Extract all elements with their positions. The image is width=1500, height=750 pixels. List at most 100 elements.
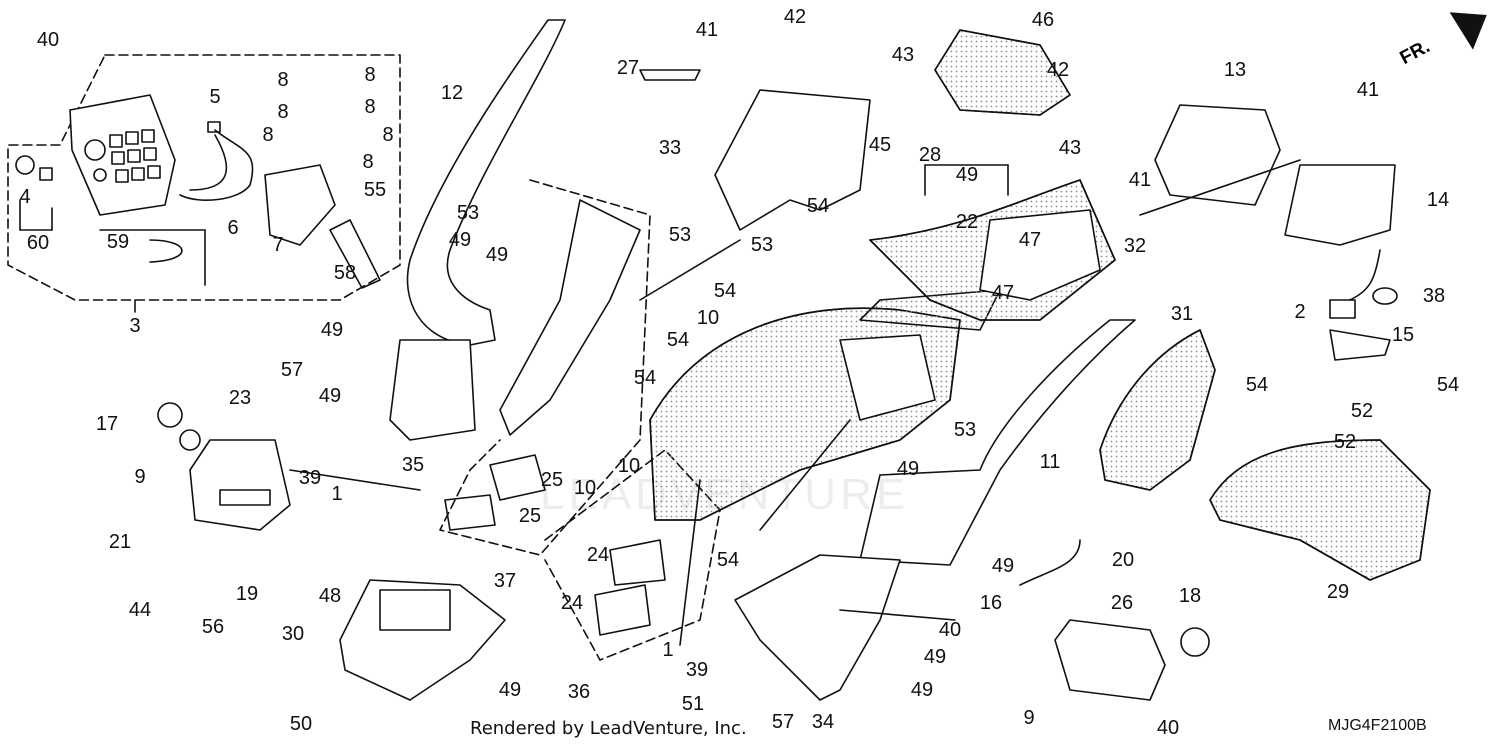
callout-25b[interactable]: 25 xyxy=(518,505,542,527)
callout-8b[interactable]: 8 xyxy=(364,64,376,86)
callout-47a[interactable]: 47 xyxy=(1018,229,1042,251)
callout-3[interactable]: 3 xyxy=(129,315,141,337)
callout-7[interactable]: 7 xyxy=(272,234,284,256)
callout-40b[interactable]: 40 xyxy=(938,619,962,641)
callout-8g[interactable]: 8 xyxy=(362,151,374,173)
callout-8e[interactable]: 8 xyxy=(262,124,274,146)
callout-26[interactable]: 26 xyxy=(1110,592,1134,614)
callout-41c[interactable]: 41 xyxy=(1356,79,1380,101)
callout-54c[interactable]: 54 xyxy=(806,195,830,217)
callout-43b[interactable]: 43 xyxy=(1058,137,1082,159)
callout-16[interactable]: 16 xyxy=(979,592,1003,614)
callout-54a[interactable]: 54 xyxy=(1245,374,1269,396)
callout-32[interactable]: 32 xyxy=(1123,235,1147,257)
callout-24a[interactable]: 24 xyxy=(586,544,610,566)
callout-55[interactable]: 55 xyxy=(363,179,387,201)
callout-12[interactable]: 12 xyxy=(440,82,464,104)
callout-41b[interactable]: 41 xyxy=(1128,169,1152,191)
callout-39b[interactable]: 39 xyxy=(685,659,709,681)
callout-27[interactable]: 27 xyxy=(616,57,640,79)
callout-53d[interactable]: 53 xyxy=(953,419,977,441)
callout-10b[interactable]: 10 xyxy=(573,477,597,499)
callout-49h[interactable]: 49 xyxy=(991,555,1015,577)
callout-24b[interactable]: 24 xyxy=(560,592,584,614)
callout-21[interactable]: 21 xyxy=(108,531,132,553)
callout-43a[interactable]: 43 xyxy=(891,44,915,66)
callout-22[interactable]: 22 xyxy=(955,211,979,233)
callout-39a[interactable]: 39 xyxy=(298,467,322,489)
callout-54f[interactable]: 54 xyxy=(633,367,657,389)
callout-8f[interactable]: 8 xyxy=(382,124,394,146)
callout-8c[interactable]: 8 xyxy=(277,101,289,123)
callout-54d[interactable]: 54 xyxy=(713,280,737,302)
callout-37[interactable]: 37 xyxy=(493,570,517,592)
callout-10a[interactable]: 10 xyxy=(696,307,720,329)
callout-51[interactable]: 51 xyxy=(681,693,705,715)
callout-6[interactable]: 6 xyxy=(227,217,239,239)
callout-19[interactable]: 19 xyxy=(235,583,259,605)
callout-10c[interactable]: 10 xyxy=(617,455,641,477)
callout-52a[interactable]: 52 xyxy=(1350,400,1374,422)
callout-49b[interactable]: 49 xyxy=(448,229,472,251)
callout-53a[interactable]: 53 xyxy=(456,202,480,224)
callout-49e[interactable]: 49 xyxy=(318,385,342,407)
callout-45[interactable]: 45 xyxy=(868,134,892,156)
callout-49c[interactable]: 49 xyxy=(485,244,509,266)
callout-1b[interactable]: 1 xyxy=(662,639,674,661)
callout-60[interactable]: 60 xyxy=(26,232,50,254)
callout-46[interactable]: 46 xyxy=(1031,9,1055,31)
callout-28[interactable]: 28 xyxy=(918,144,942,166)
callout-42a[interactable]: 42 xyxy=(783,6,807,28)
callout-9b[interactable]: 9 xyxy=(1023,707,1035,729)
callout-18[interactable]: 18 xyxy=(1178,585,1202,607)
callout-38[interactable]: 38 xyxy=(1422,285,1446,307)
callout-50[interactable]: 50 xyxy=(289,713,313,735)
callout-11[interactable]: 11 xyxy=(1039,451,1061,473)
callout-29[interactable]: 29 xyxy=(1326,581,1350,603)
callout-56[interactable]: 56 xyxy=(201,616,225,638)
callout-9[interactable]: 9 xyxy=(134,466,146,488)
callout-40a[interactable]: 40 xyxy=(36,29,60,51)
callout-53b[interactable]: 53 xyxy=(668,224,692,246)
callout-33[interactable]: 33 xyxy=(658,137,682,159)
callout-31[interactable]: 31 xyxy=(1170,303,1194,325)
callout-13[interactable]: 13 xyxy=(1223,59,1247,81)
callout-15[interactable]: 15 xyxy=(1391,324,1415,346)
callout-47b[interactable]: 47 xyxy=(991,282,1015,304)
callout-52b[interactable]: 52 xyxy=(1333,431,1357,453)
callout-25a[interactable]: 25 xyxy=(540,469,564,491)
callout-57b[interactable]: 57 xyxy=(771,711,795,733)
callout-34[interactable]: 34 xyxy=(811,711,835,733)
callout-8d[interactable]: 8 xyxy=(364,96,376,118)
callout-58[interactable]: 58 xyxy=(333,262,357,284)
callout-54g[interactable]: 54 xyxy=(716,549,740,571)
callout-20[interactable]: 20 xyxy=(1111,549,1135,571)
callout-17[interactable]: 17 xyxy=(95,413,119,435)
callout-49f[interactable]: 49 xyxy=(498,679,522,701)
callout-14[interactable]: 14 xyxy=(1426,189,1450,211)
callout-49d[interactable]: 49 xyxy=(320,319,344,341)
callout-30[interactable]: 30 xyxy=(281,623,305,645)
callout-57a[interactable]: 57 xyxy=(280,359,304,381)
callout-49j[interactable]: 49 xyxy=(910,679,934,701)
callout-8a[interactable]: 8 xyxy=(277,69,289,91)
callout-40c[interactable]: 40 xyxy=(1156,717,1180,739)
callout-4[interactable]: 4 xyxy=(19,186,31,208)
callout-42b[interactable]: 42 xyxy=(1046,59,1070,81)
callout-5[interactable]: 5 xyxy=(209,86,221,108)
callout-23[interactable]: 23 xyxy=(228,387,252,409)
callout-49g[interactable]: 49 xyxy=(896,458,920,480)
callout-1[interactable]: 1 xyxy=(331,483,343,505)
callout-44[interactable]: 44 xyxy=(128,599,152,621)
callout-35[interactable]: 35 xyxy=(401,454,425,476)
callout-59[interactable]: 59 xyxy=(106,231,130,253)
callout-41a[interactable]: 41 xyxy=(695,19,719,41)
callout-54e[interactable]: 54 xyxy=(666,329,690,351)
callout-53c[interactable]: 53 xyxy=(750,234,774,256)
callout-36[interactable]: 36 xyxy=(567,681,591,703)
callout-49a[interactable]: 49 xyxy=(955,164,979,186)
callout-49i[interactable]: 49 xyxy=(923,646,947,668)
callout-48[interactable]: 48 xyxy=(318,585,342,607)
callout-54b[interactable]: 54 xyxy=(1436,374,1460,396)
callout-2[interactable]: 2 xyxy=(1294,301,1306,323)
